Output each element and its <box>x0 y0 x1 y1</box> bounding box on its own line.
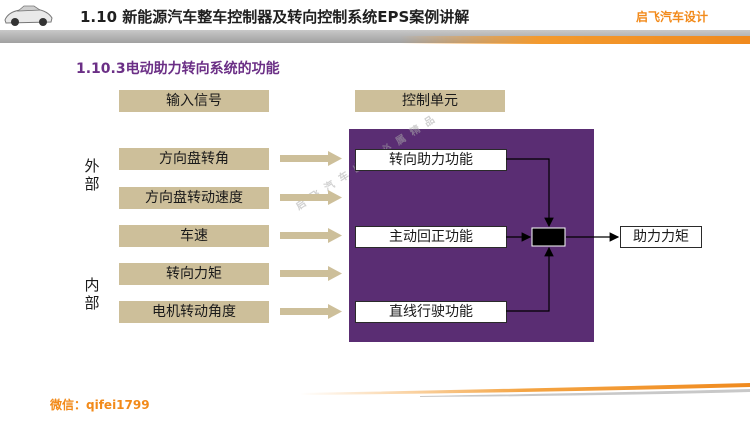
summation-block <box>531 227 566 247</box>
external-group-label: 外部 <box>83 157 101 193</box>
input-arrow-1 <box>280 151 342 166</box>
function-assist: 转向助力功能 <box>355 149 507 171</box>
header-orange-stripe <box>400 36 750 44</box>
input-steering-angle: 方向盘转角 <box>119 148 269 170</box>
header-title: 1.10 新能源汽车整车控制器及转向控制系统EPS案例讲解 <box>80 8 470 26</box>
input-motor-angle: 电机转动角度 <box>119 301 269 323</box>
control-unit-header: 控制单元 <box>355 90 505 112</box>
input-steering-torque: 转向力矩 <box>119 263 269 285</box>
footer-stripe <box>300 383 750 397</box>
input-arrow-2 <box>280 190 342 205</box>
car-logo-icon <box>4 5 53 26</box>
wechat-contact: 微信：qifei1799 <box>50 398 150 412</box>
input-arrow-4 <box>280 266 342 281</box>
header-bar <box>0 0 750 34</box>
connector-straight <box>506 246 554 312</box>
input-steering-speed: 方向盘转动速度 <box>119 187 269 209</box>
function-straight: 直线行驶功能 <box>355 301 507 323</box>
internal-group-label: 内部 <box>83 276 101 312</box>
output-assist-torque: 助力力矩 <box>620 226 702 248</box>
section-title: 1.10.3电动助力转向系统的功能 <box>76 61 280 77</box>
input-vehicle-speed: 车速 <box>119 225 269 247</box>
function-return: 主动回正功能 <box>355 226 507 248</box>
input-arrow-5 <box>280 304 342 319</box>
input-signal-header: 输入信号 <box>119 90 269 112</box>
connector-assist <box>506 158 554 228</box>
internal-label-text: 内部 <box>84 276 100 312</box>
external-label-text: 外部 <box>84 157 100 193</box>
brand-name: 启飞汽车设计 <box>635 10 708 24</box>
input-arrow-3 <box>280 228 342 243</box>
